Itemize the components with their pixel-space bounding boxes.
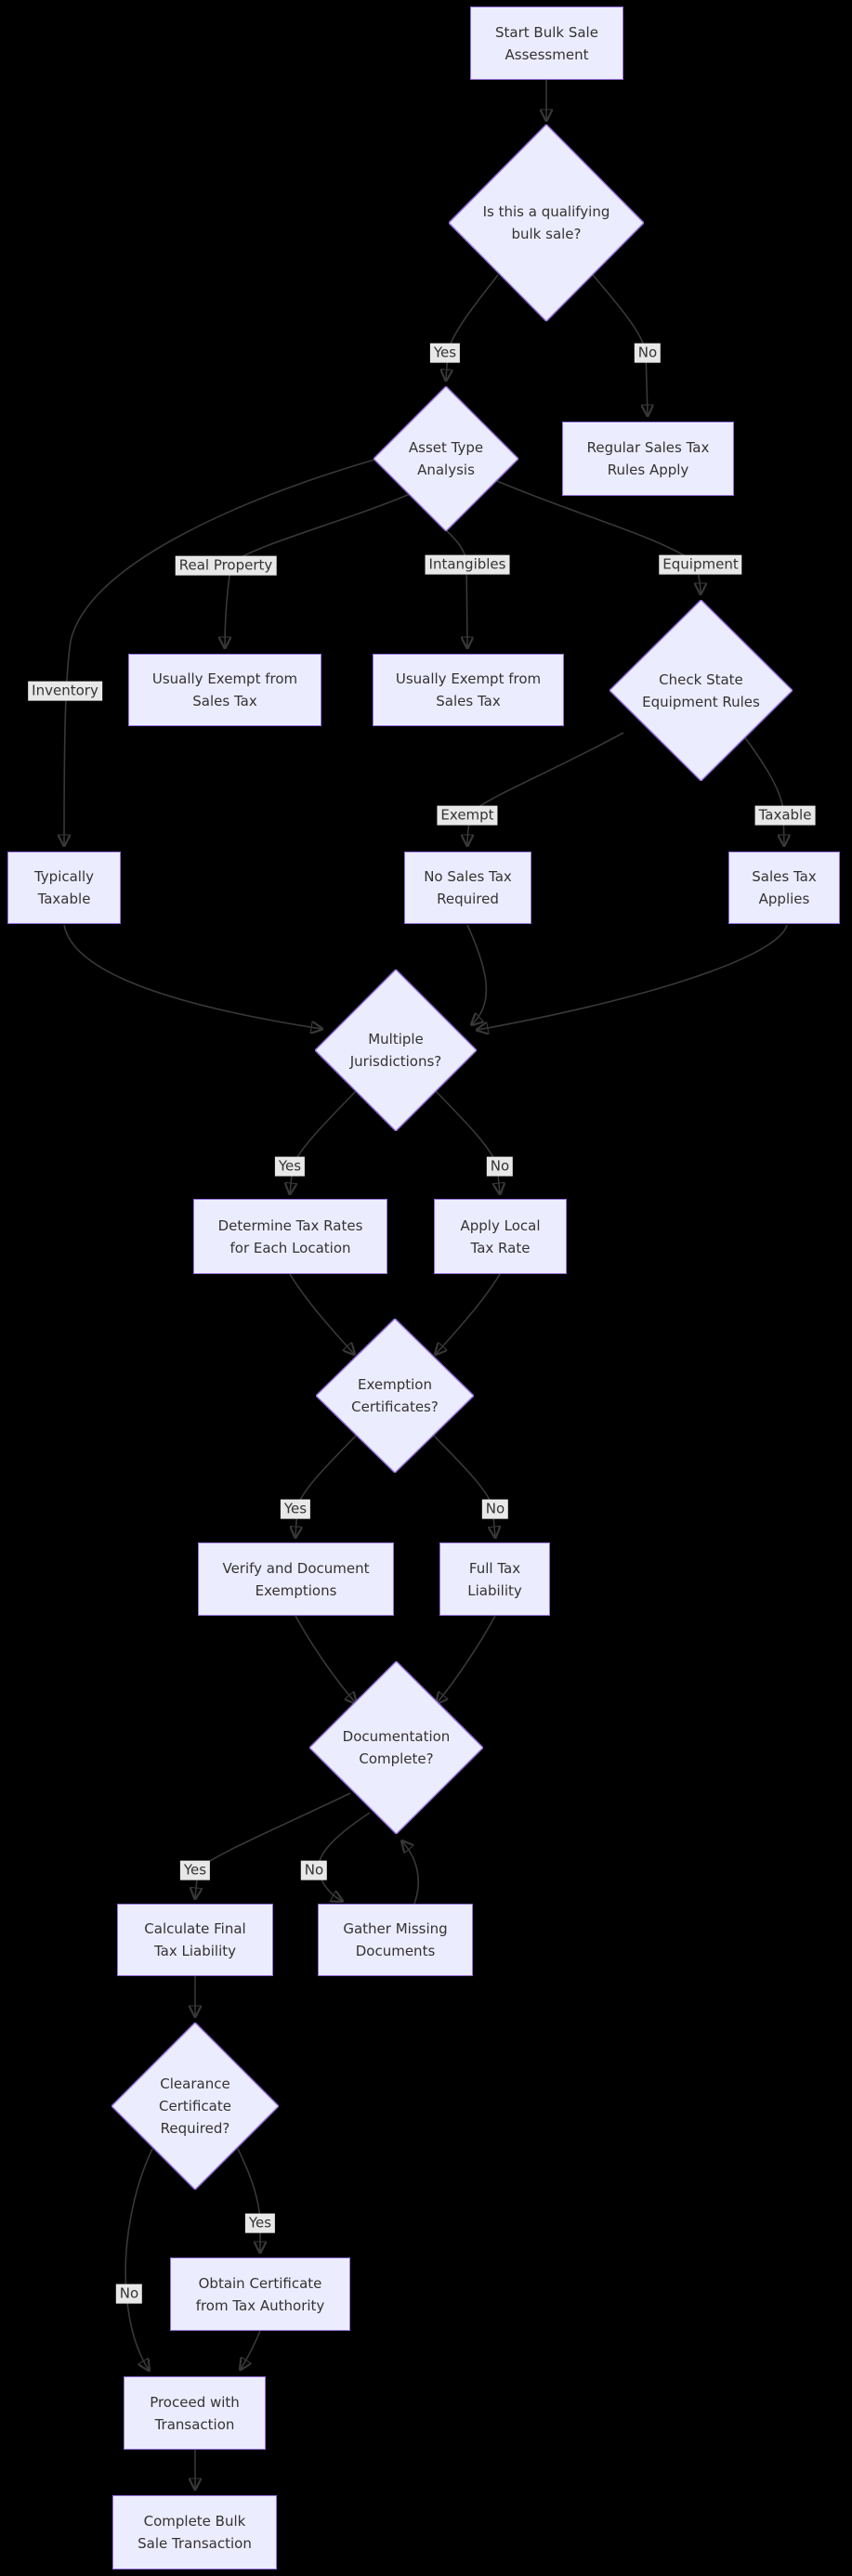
node-label: Complete Bulk Sale Transaction xyxy=(138,2513,252,2552)
node-label: Proceed with Transaction xyxy=(150,2393,240,2433)
node-verify-document-exemptions: Verify and Document Exemptions xyxy=(198,1542,394,1616)
edge-asset-equipment xyxy=(496,480,701,593)
edge-label-yes-documentation: Yes xyxy=(179,1860,211,1880)
edge-label-inventory: Inventory xyxy=(28,681,102,701)
diamond-shape xyxy=(315,969,477,1131)
edge-nosales-to-multiple xyxy=(466,924,488,1024)
edge-applylocal-to-exemption xyxy=(436,1273,501,1354)
node-usually-exempt-intangibles: Usually Exempt from Sales Tax xyxy=(373,654,564,726)
edge-gather-back-to-doc xyxy=(402,1841,419,1905)
edge-asset-intangibles xyxy=(445,529,467,647)
node-label: Check State Equipment Rules xyxy=(642,670,760,710)
node-calculate-final-tax-liability: Calculate Final Tax Liability xyxy=(117,1904,273,1976)
edge-label-equipment: Equipment xyxy=(659,554,742,575)
node-no-sales-tax-required: No Sales Tax Required xyxy=(404,852,531,924)
edge-label-no-qualifying: No xyxy=(634,343,662,363)
node-label: Exemption Certificates? xyxy=(351,1376,439,1415)
decision-clearance-certificate-required: Clearance Certificate Required? xyxy=(111,2023,279,2190)
node-regular-sales-tax-rules: Regular Sales Tax Rules Apply xyxy=(562,422,734,496)
node-label: Regular Sales Tax Rules Apply xyxy=(586,439,710,478)
node-label: Documentation Complete? xyxy=(342,1728,451,1767)
diamond-shape xyxy=(610,600,793,781)
edge-verify-to-doc xyxy=(295,1615,356,1703)
decision-check-state-equipment-rules: Check State Equipment Rules xyxy=(610,600,793,781)
node-label: Typically Taxable xyxy=(33,868,95,907)
node-obtain-certificate: Obtain Certificate from Tax Authority xyxy=(170,2257,350,2331)
diamond-shape xyxy=(111,2023,279,2190)
edge-label-no-multiple: No xyxy=(486,1156,514,1177)
node-label: Is this a qualifying bulk sale? xyxy=(482,203,610,242)
edge-label-real-property: Real Property xyxy=(175,555,277,576)
node-determine-tax-rates: Determine Tax Rates for Each Location xyxy=(193,1199,387,1274)
node-label: Gather Missing Documents xyxy=(343,1920,448,1959)
node-label: Usually Exempt from Sales Tax xyxy=(151,670,298,709)
node-apply-local-tax-rate: Apply Local Tax Rate xyxy=(434,1199,567,1274)
node-proceed-with-transaction: Proceed with Transaction xyxy=(124,2376,266,2450)
edge-label-yes-multiple: Yes xyxy=(274,1156,306,1177)
diamond-shape xyxy=(309,1661,483,1834)
edge-salestax-to-multiple xyxy=(478,924,788,1030)
node-label: Full Tax Liability xyxy=(467,1559,522,1599)
node-full-tax-liability: Full Tax Liability xyxy=(439,1542,550,1616)
decision-qualifying-bulk-sale: Is this a qualifying bulk sale? xyxy=(449,124,644,321)
edge-asset-inventory xyxy=(64,459,375,845)
node-start-bulk-sale-assessment: Start Bulk Sale Assessment xyxy=(470,7,623,80)
edge-label-yes-clearance: Yes xyxy=(244,2213,276,2233)
node-label: Calculate Final Tax Liability xyxy=(144,1920,246,1959)
edge-label-intangibles: Intangibles xyxy=(425,554,510,575)
edge-obtain-to-proceed xyxy=(241,2330,261,2369)
node-label: Usually Exempt from Sales Tax xyxy=(395,670,542,709)
node-label: Apply Local Tax Rate xyxy=(460,1216,541,1256)
node-sales-tax-applies: Sales Tax Applies xyxy=(728,852,840,924)
decision-exemption-certificates: Exemption Certificates? xyxy=(316,1319,474,1473)
node-label: Multiple Jurisdictions? xyxy=(349,1031,442,1070)
node-label: Clearance Certificate Required? xyxy=(159,2075,231,2137)
diamond-shape xyxy=(316,1319,474,1473)
decision-multiple-jurisdictions: Multiple Jurisdictions? xyxy=(315,969,477,1131)
node-complete-bulk-sale-transaction: Complete Bulk Sale Transaction xyxy=(112,2495,277,2569)
edge-label-no-documentation: No xyxy=(300,1860,328,1880)
node-label: Determine Tax Rates for Each Location xyxy=(217,1216,363,1256)
decision-documentation-complete: Documentation Complete? xyxy=(309,1661,483,1834)
diamond-shape xyxy=(449,124,644,321)
node-usually-exempt-real-property: Usually Exempt from Sales Tax xyxy=(128,654,321,726)
edge-checkstate-exempt xyxy=(467,732,624,845)
edge-typically-to-multiple xyxy=(63,924,321,1029)
edge-label-no-exemption: No xyxy=(481,1499,509,1519)
node-label: Asset Type Analysis xyxy=(408,439,484,478)
node-gather-missing-documents: Gather Missing Documents xyxy=(318,1904,473,1976)
edge-fulltax-to-doc xyxy=(437,1615,496,1703)
node-label: Obtain Certificate from Tax Authority xyxy=(195,2274,325,2314)
node-typically-taxable: Typically Taxable xyxy=(7,852,121,924)
edge-label-exempt: Exempt xyxy=(437,805,498,826)
node-label: Start Bulk Sale Assessment xyxy=(495,23,598,63)
decision-asset-type-analysis: Asset Type Analysis xyxy=(374,386,518,531)
node-label: Sales Tax Applies xyxy=(752,868,817,907)
edge-determine-to-exemption xyxy=(289,1273,354,1354)
diamond-shape xyxy=(374,386,518,531)
node-label: No Sales Tax Required xyxy=(424,868,512,907)
node-label: Verify and Document Exemptions xyxy=(222,1559,370,1599)
edge-label-yes-qualifying: Yes xyxy=(429,343,461,363)
edge-label-taxable: Taxable xyxy=(754,805,816,826)
edge-label-no-clearance: No xyxy=(115,2283,143,2304)
edge-label-yes-exemption: Yes xyxy=(280,1499,311,1519)
